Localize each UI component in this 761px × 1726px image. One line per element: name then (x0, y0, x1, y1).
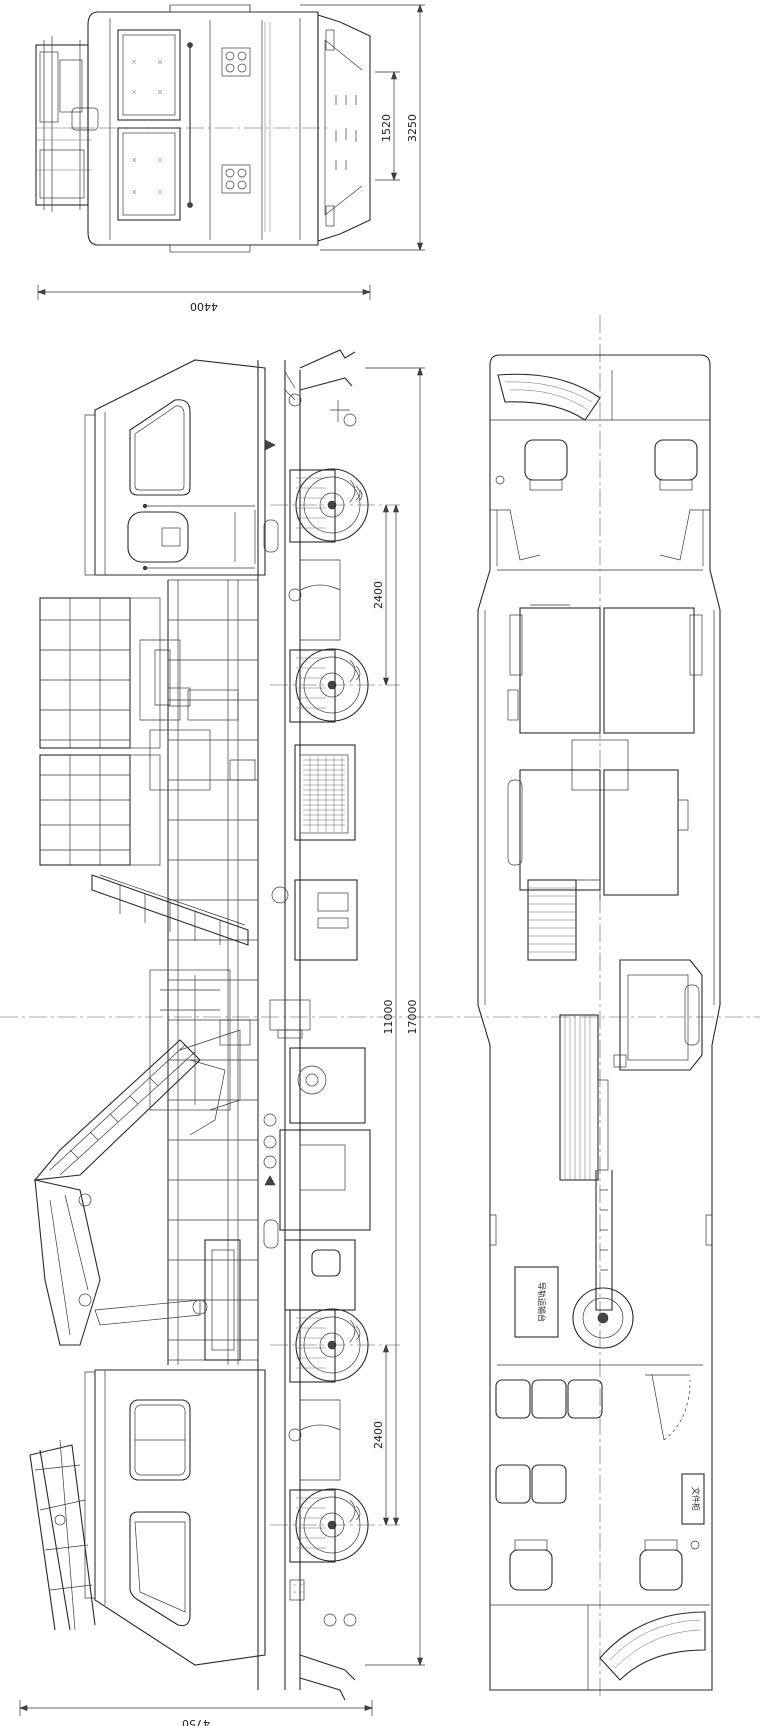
side-view-pantograph (29, 1439, 96, 1631)
front-bogie-wheel-2 (289, 648, 369, 723)
rear-bogie-wheel-1 (289, 1308, 369, 1383)
panel-label-right: 文件柜 (691, 1487, 701, 1511)
dimension-label: 1520 (380, 114, 393, 142)
plan-seat (639, 1549, 683, 1591)
rear-side-window-upper (129, 1399, 191, 1481)
plan-seat (654, 439, 698, 481)
plan-crane-arm (559, 1014, 634, 1349)
panel-label-left: 导轨运输台 (537, 1282, 547, 1322)
plan-center-cabinet (613, 959, 703, 1071)
dimension-label: 4750 (182, 1717, 210, 1726)
plan-panel-right (681, 1473, 705, 1525)
side-view-length-dimensions: 17000 11000 (365, 367, 425, 1666)
plan-view-outline (477, 354, 721, 1691)
side-view-tank (271, 879, 358, 961)
plan-equipment-cabinets (507, 604, 703, 896)
dimension-label: 11000 (382, 1000, 395, 1035)
side-view-equipment-box (294, 744, 356, 841)
dimension-label: 2400 (372, 1421, 385, 1449)
front-view-buffer-end (317, 14, 371, 242)
plan-view: 导轨运输台 文件柜 (477, 315, 721, 1700)
side-view-ladder (91, 874, 249, 946)
plan-seat (524, 439, 568, 481)
plan-rear-cab: 文件柜 (490, 1374, 710, 1690)
plan-front-console (497, 373, 601, 421)
side-view-bottom-dimension: 4750 (19, 1700, 373, 1726)
front-coupler (299, 349, 356, 391)
dimension-label: 4400 (190, 300, 218, 313)
dimension-label: 17000 (406, 1000, 419, 1035)
rear-coupler (299, 1654, 356, 1701)
plan-seat (509, 1549, 553, 1591)
front-view-side-mechanism (35, 36, 99, 212)
front-window-lower (117, 127, 181, 221)
rear-side-window-lower (129, 1511, 191, 1627)
plan-stair (527, 879, 601, 961)
side-view: 4400 (0, 285, 760, 1726)
front-view: 1520 3250 (35, 4, 425, 253)
dimension-label: 2400 (372, 581, 385, 609)
side-platform-upper (39, 597, 161, 749)
side-view-rear-cab (94, 1369, 266, 1666)
front-view-dimensions: 1520 3250 (300, 4, 425, 251)
plan-rear-console (599, 1611, 706, 1681)
side-window-upper (129, 399, 191, 496)
front-view-cab (87, 11, 319, 246)
side-view-center-equipment (263, 999, 371, 1311)
front-bogie-wheel-1 (289, 468, 369, 543)
side-door-window (127, 511, 189, 563)
plan-turntable (572, 1287, 634, 1349)
rear-bogie-dimension: 2400 (372, 1344, 389, 1526)
plan-front-cab (490, 370, 710, 566)
front-window-upper (117, 29, 181, 121)
plan-panel-left: 导轨运输台 (514, 1266, 559, 1338)
rear-bogie-wheel-2 (289, 1488, 369, 1563)
side-platform-lower (39, 754, 161, 866)
front-bogie-dimension: 2400 (372, 504, 389, 686)
dimension-label: 3250 (406, 114, 419, 142)
side-view-top-dimension: 4400 (37, 285, 371, 313)
side-view-crane-arm (33, 1019, 251, 1361)
